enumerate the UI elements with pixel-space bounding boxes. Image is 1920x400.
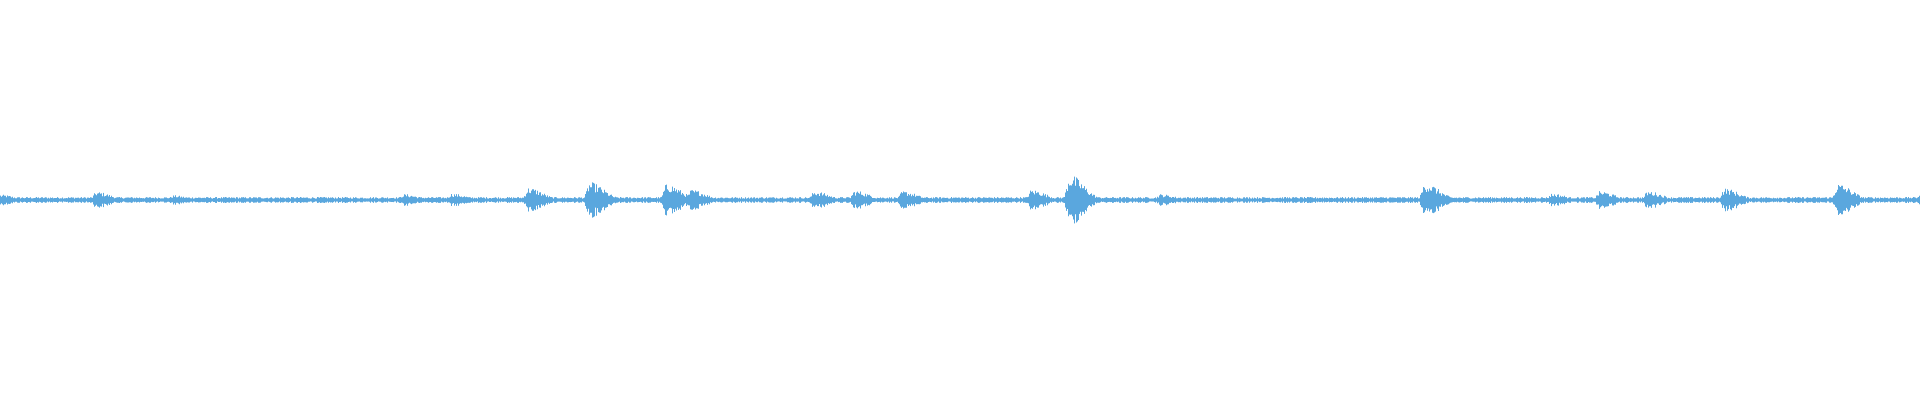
- waveform-trace: [0, 176, 1920, 224]
- waveform-bars: [0, 176, 1920, 224]
